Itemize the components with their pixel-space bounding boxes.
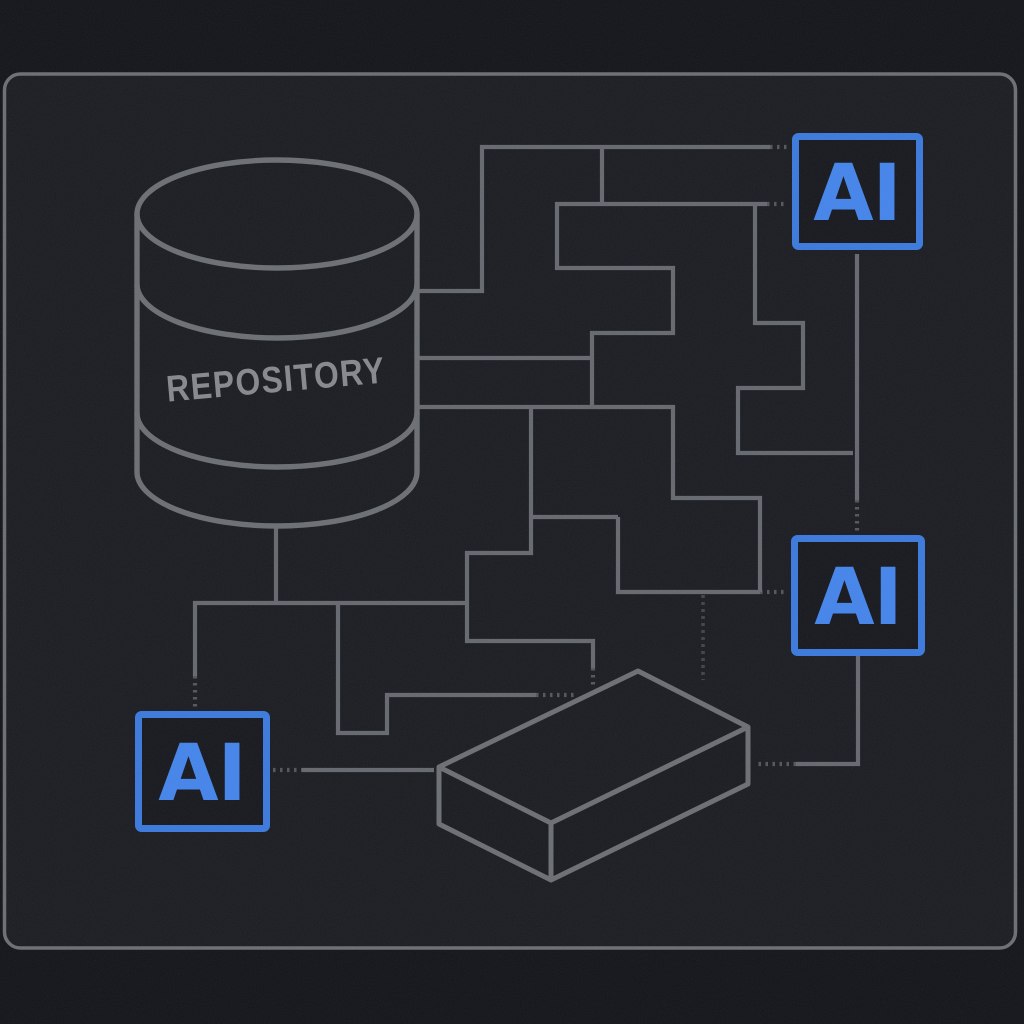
chip-label: AI — [158, 729, 245, 819]
chip-label: AI — [814, 553, 901, 643]
ai-chip-mid-right: AI — [791, 535, 925, 656]
chip-label: AI — [813, 149, 900, 239]
ai-chip-bottom-left: AI — [135, 711, 270, 832]
ai-chip-top-right: AI — [792, 133, 923, 250]
